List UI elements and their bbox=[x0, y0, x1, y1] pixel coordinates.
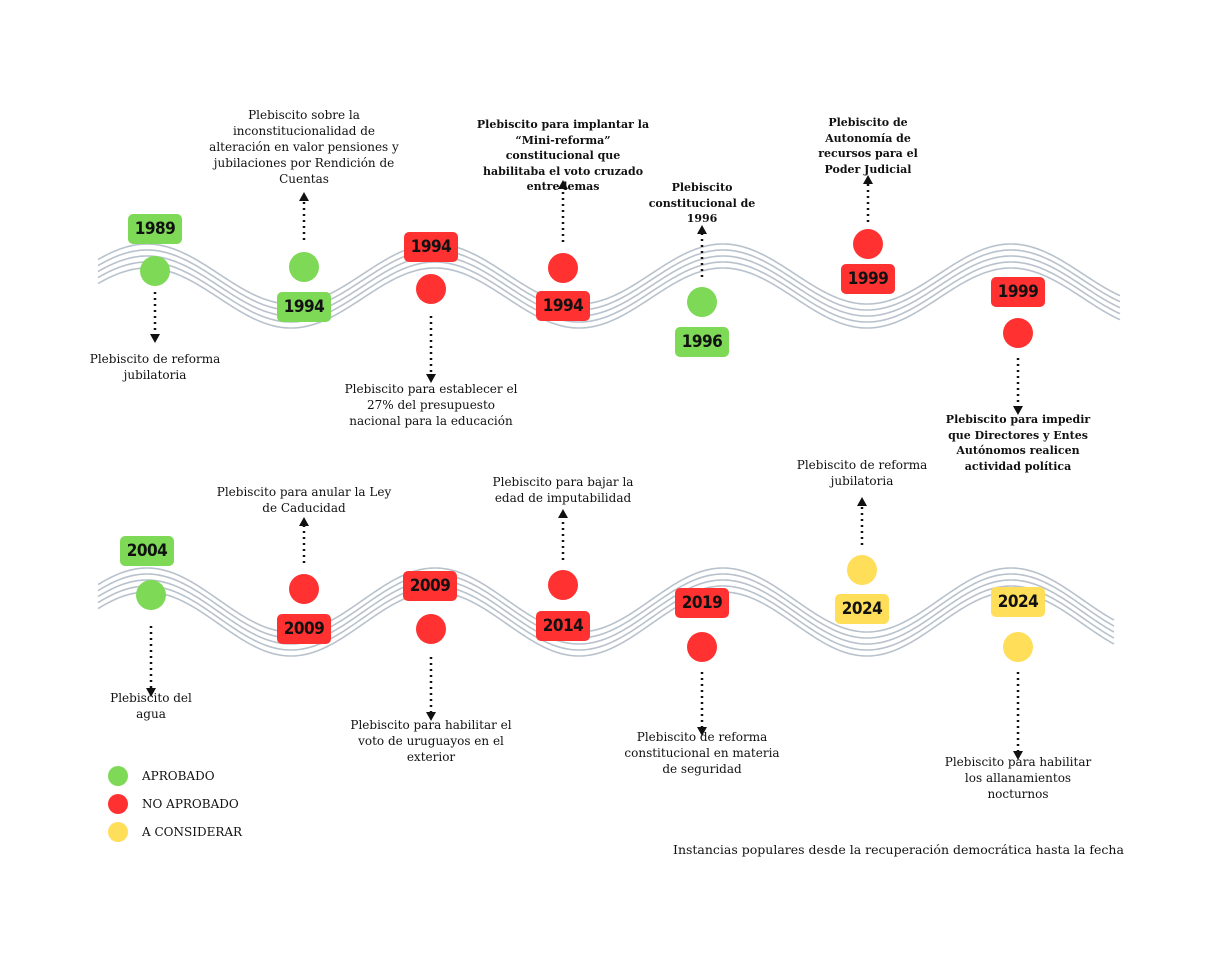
event-year-badge: 1994 bbox=[536, 291, 590, 321]
event-arrow-head-13 bbox=[1013, 751, 1023, 760]
event-label: Plebiscito para habilitar los allanamien… bbox=[944, 755, 1092, 801]
event-year-badge: 2019 bbox=[675, 588, 729, 618]
event-label: Plebiscito de reforma constitucional en … bbox=[624, 730, 780, 776]
event-label: Plebiscito constitucional de 1996 bbox=[648, 181, 756, 225]
event-year-badge: 2004 bbox=[120, 536, 174, 566]
legend-dot-rejected bbox=[108, 794, 128, 814]
event-label: Plebiscito de Autonomía de recursos para… bbox=[818, 116, 918, 176]
legend-dot-pending bbox=[108, 822, 128, 842]
event-dot-pending bbox=[847, 555, 877, 585]
event-year-badge: 1994 bbox=[404, 232, 458, 262]
event-arrow-head-12 bbox=[857, 497, 867, 506]
event-arrow-head-4 bbox=[697, 225, 707, 234]
event-arrow-head-9 bbox=[426, 712, 436, 721]
event-arrow-head-10 bbox=[558, 509, 568, 518]
wave-line-1-3 bbox=[97, 585, 1115, 651]
wave-line-1-1 bbox=[97, 573, 1115, 639]
event-label: Plebiscito para habilitar el voto de uru… bbox=[350, 718, 512, 764]
event-dot-rejected bbox=[416, 614, 446, 644]
legend-item-pending: A CONSIDERAR bbox=[108, 822, 242, 842]
event-dot-rejected bbox=[416, 274, 446, 304]
event-label: Plebiscito para bajar la edad de imputab… bbox=[492, 475, 634, 505]
event-dot-rejected bbox=[548, 570, 578, 600]
legend-label-approved: APROBADO bbox=[142, 769, 215, 783]
wave-line-0-3 bbox=[97, 261, 1121, 323]
event-year-badge: 1996 bbox=[675, 327, 729, 357]
event-arrow-head-0 bbox=[150, 334, 160, 343]
event-dot-approved bbox=[289, 252, 319, 282]
wave-line-0-0 bbox=[97, 243, 1121, 305]
event-label: Plebiscito de reforma jubilatoria bbox=[796, 458, 928, 488]
event-year-badge: 1999 bbox=[841, 264, 895, 294]
event-dot-rejected bbox=[1003, 318, 1033, 348]
event-year-badge: 2014 bbox=[536, 611, 590, 641]
legend-label-pending: A CONSIDERAR bbox=[142, 825, 243, 839]
event-year-badge: 2009 bbox=[403, 571, 457, 601]
caption: Instancias populares desde la recuperaci… bbox=[673, 842, 1124, 857]
event-label: Plebiscito sobre la inconstitucionalidad… bbox=[209, 108, 399, 186]
event-year-badge: 1999 bbox=[991, 277, 1045, 307]
event-label: Plebiscito para establecer el 27% del pr… bbox=[344, 382, 518, 428]
legend-item-approved: APROBADO bbox=[108, 766, 215, 786]
event-year-badge: 2009 bbox=[277, 614, 331, 644]
event-dot-rejected bbox=[853, 229, 883, 259]
event-arrow-head-2 bbox=[426, 374, 436, 383]
event-year-badge: 2024 bbox=[991, 587, 1045, 617]
event-dot-approved bbox=[140, 256, 170, 286]
wave-line-1-2 bbox=[97, 579, 1115, 645]
event-dot-approved bbox=[687, 287, 717, 317]
event-label: Plebiscito del agua bbox=[110, 691, 192, 721]
wave-line-0-2 bbox=[97, 255, 1121, 317]
event-year-badge: 1994 bbox=[277, 292, 331, 322]
event-dot-rejected bbox=[289, 574, 319, 604]
event-arrow-head-5 bbox=[863, 175, 873, 184]
event-arrow-head-11 bbox=[697, 727, 707, 736]
event-arrow-head-8 bbox=[299, 517, 309, 526]
event-arrow-head-7 bbox=[146, 688, 156, 697]
wave-line-0-4 bbox=[97, 267, 1121, 329]
event-label: Plebiscito para impedir que Directores y… bbox=[945, 413, 1091, 473]
event-label: Plebiscito de reforma jubilatoria bbox=[89, 352, 221, 382]
event-dot-rejected bbox=[687, 632, 717, 662]
event-arrow-head-6 bbox=[1013, 406, 1023, 415]
event-year-badge: 1989 bbox=[128, 214, 182, 244]
event-label: Plebiscito para implantar la “Mini-refor… bbox=[476, 118, 650, 193]
legend-item-rejected: NO APROBADO bbox=[108, 794, 239, 814]
event-arrow-head-3 bbox=[558, 180, 568, 189]
legend-label-rejected: NO APROBADO bbox=[142, 797, 239, 811]
event-dot-rejected bbox=[548, 253, 578, 283]
event-arrow-head-1 bbox=[299, 192, 309, 201]
wave-line-1-4 bbox=[97, 591, 1115, 657]
wave-line-1-0 bbox=[97, 567, 1115, 633]
event-dot-pending bbox=[1003, 632, 1033, 662]
wave-line-0-1 bbox=[97, 249, 1121, 311]
event-year-badge: 2024 bbox=[835, 594, 889, 624]
legend-dot-approved bbox=[108, 766, 128, 786]
event-label: Plebiscito para anular la Ley de Caducid… bbox=[216, 485, 392, 515]
event-dot-approved bbox=[136, 580, 166, 610]
